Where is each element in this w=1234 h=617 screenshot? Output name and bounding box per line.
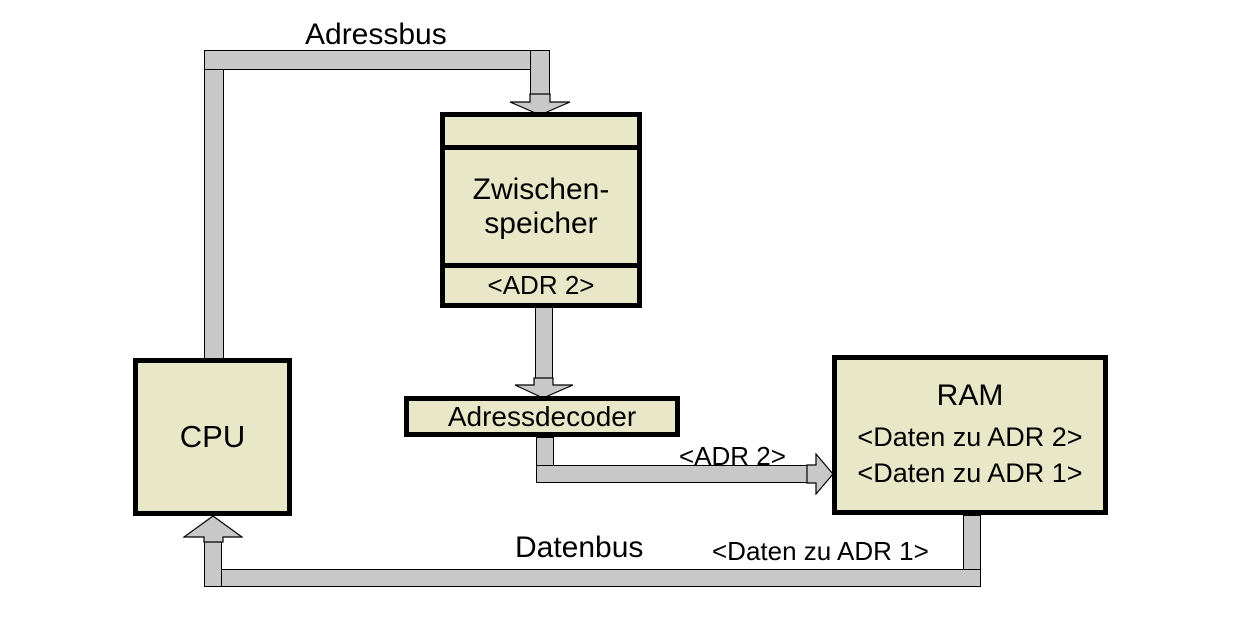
ram-arrowhead-right-icon (806, 453, 834, 495)
node-ram-line-2: <Daten zu ADR 1> (857, 457, 1083, 488)
node-zwischenspeicher[interactable]: Zwischen- speicher <ADR 2> (440, 112, 642, 308)
adressbus-left-vertical-segment (204, 50, 224, 360)
node-cpu-label: CPU (179, 418, 246, 454)
zwischenspeicher-cell-middle[interactable]: Zwischen- speicher (445, 150, 637, 268)
adressbus-label: Adressbus (305, 18, 447, 51)
datenbus-label: Datenbus (515, 531, 644, 564)
decoder-to-ram-label: <ADR 2> (679, 441, 786, 471)
datenbus-arrowhead-up-icon (183, 515, 243, 543)
adressbus-top-horizontal-segment (204, 50, 550, 70)
zwischenspeicher-label: Zwischen- speicher (472, 172, 610, 240)
node-adressdecoder-label: Adressdecoder (447, 400, 637, 432)
datenbus-left-vertical-segment (204, 540, 222, 587)
node-cpu[interactable]: CPU (133, 358, 292, 516)
adressbus-arrowhead-down-icon (509, 93, 571, 116)
zwischenspeicher-cell-bottom[interactable]: <ADR 2> (445, 268, 637, 303)
zwischenspeicher-to-decoder-segment (535, 307, 553, 379)
datenbus-bottom-horizontal-segment (204, 569, 981, 587)
decoder-arrowhead-down-icon (514, 377, 574, 399)
node-ram-line-1: <Daten zu ADR 2> (857, 422, 1083, 453)
zwischenspeicher-adr-value: <ADR 2> (487, 269, 595, 300)
node-ram-title: RAM (936, 379, 1004, 413)
node-adressdecoder[interactable]: Adressdecoder (404, 396, 680, 437)
adressbus-right-vertical-segment (530, 50, 550, 97)
node-ram[interactable]: RAM <Daten zu ADR 2> <Daten zu ADR 1> (832, 355, 1108, 515)
zwischenspeicher-cell-top[interactable] (445, 117, 637, 150)
datenbus-payload-label: <Daten zu ADR 1> (712, 536, 929, 566)
